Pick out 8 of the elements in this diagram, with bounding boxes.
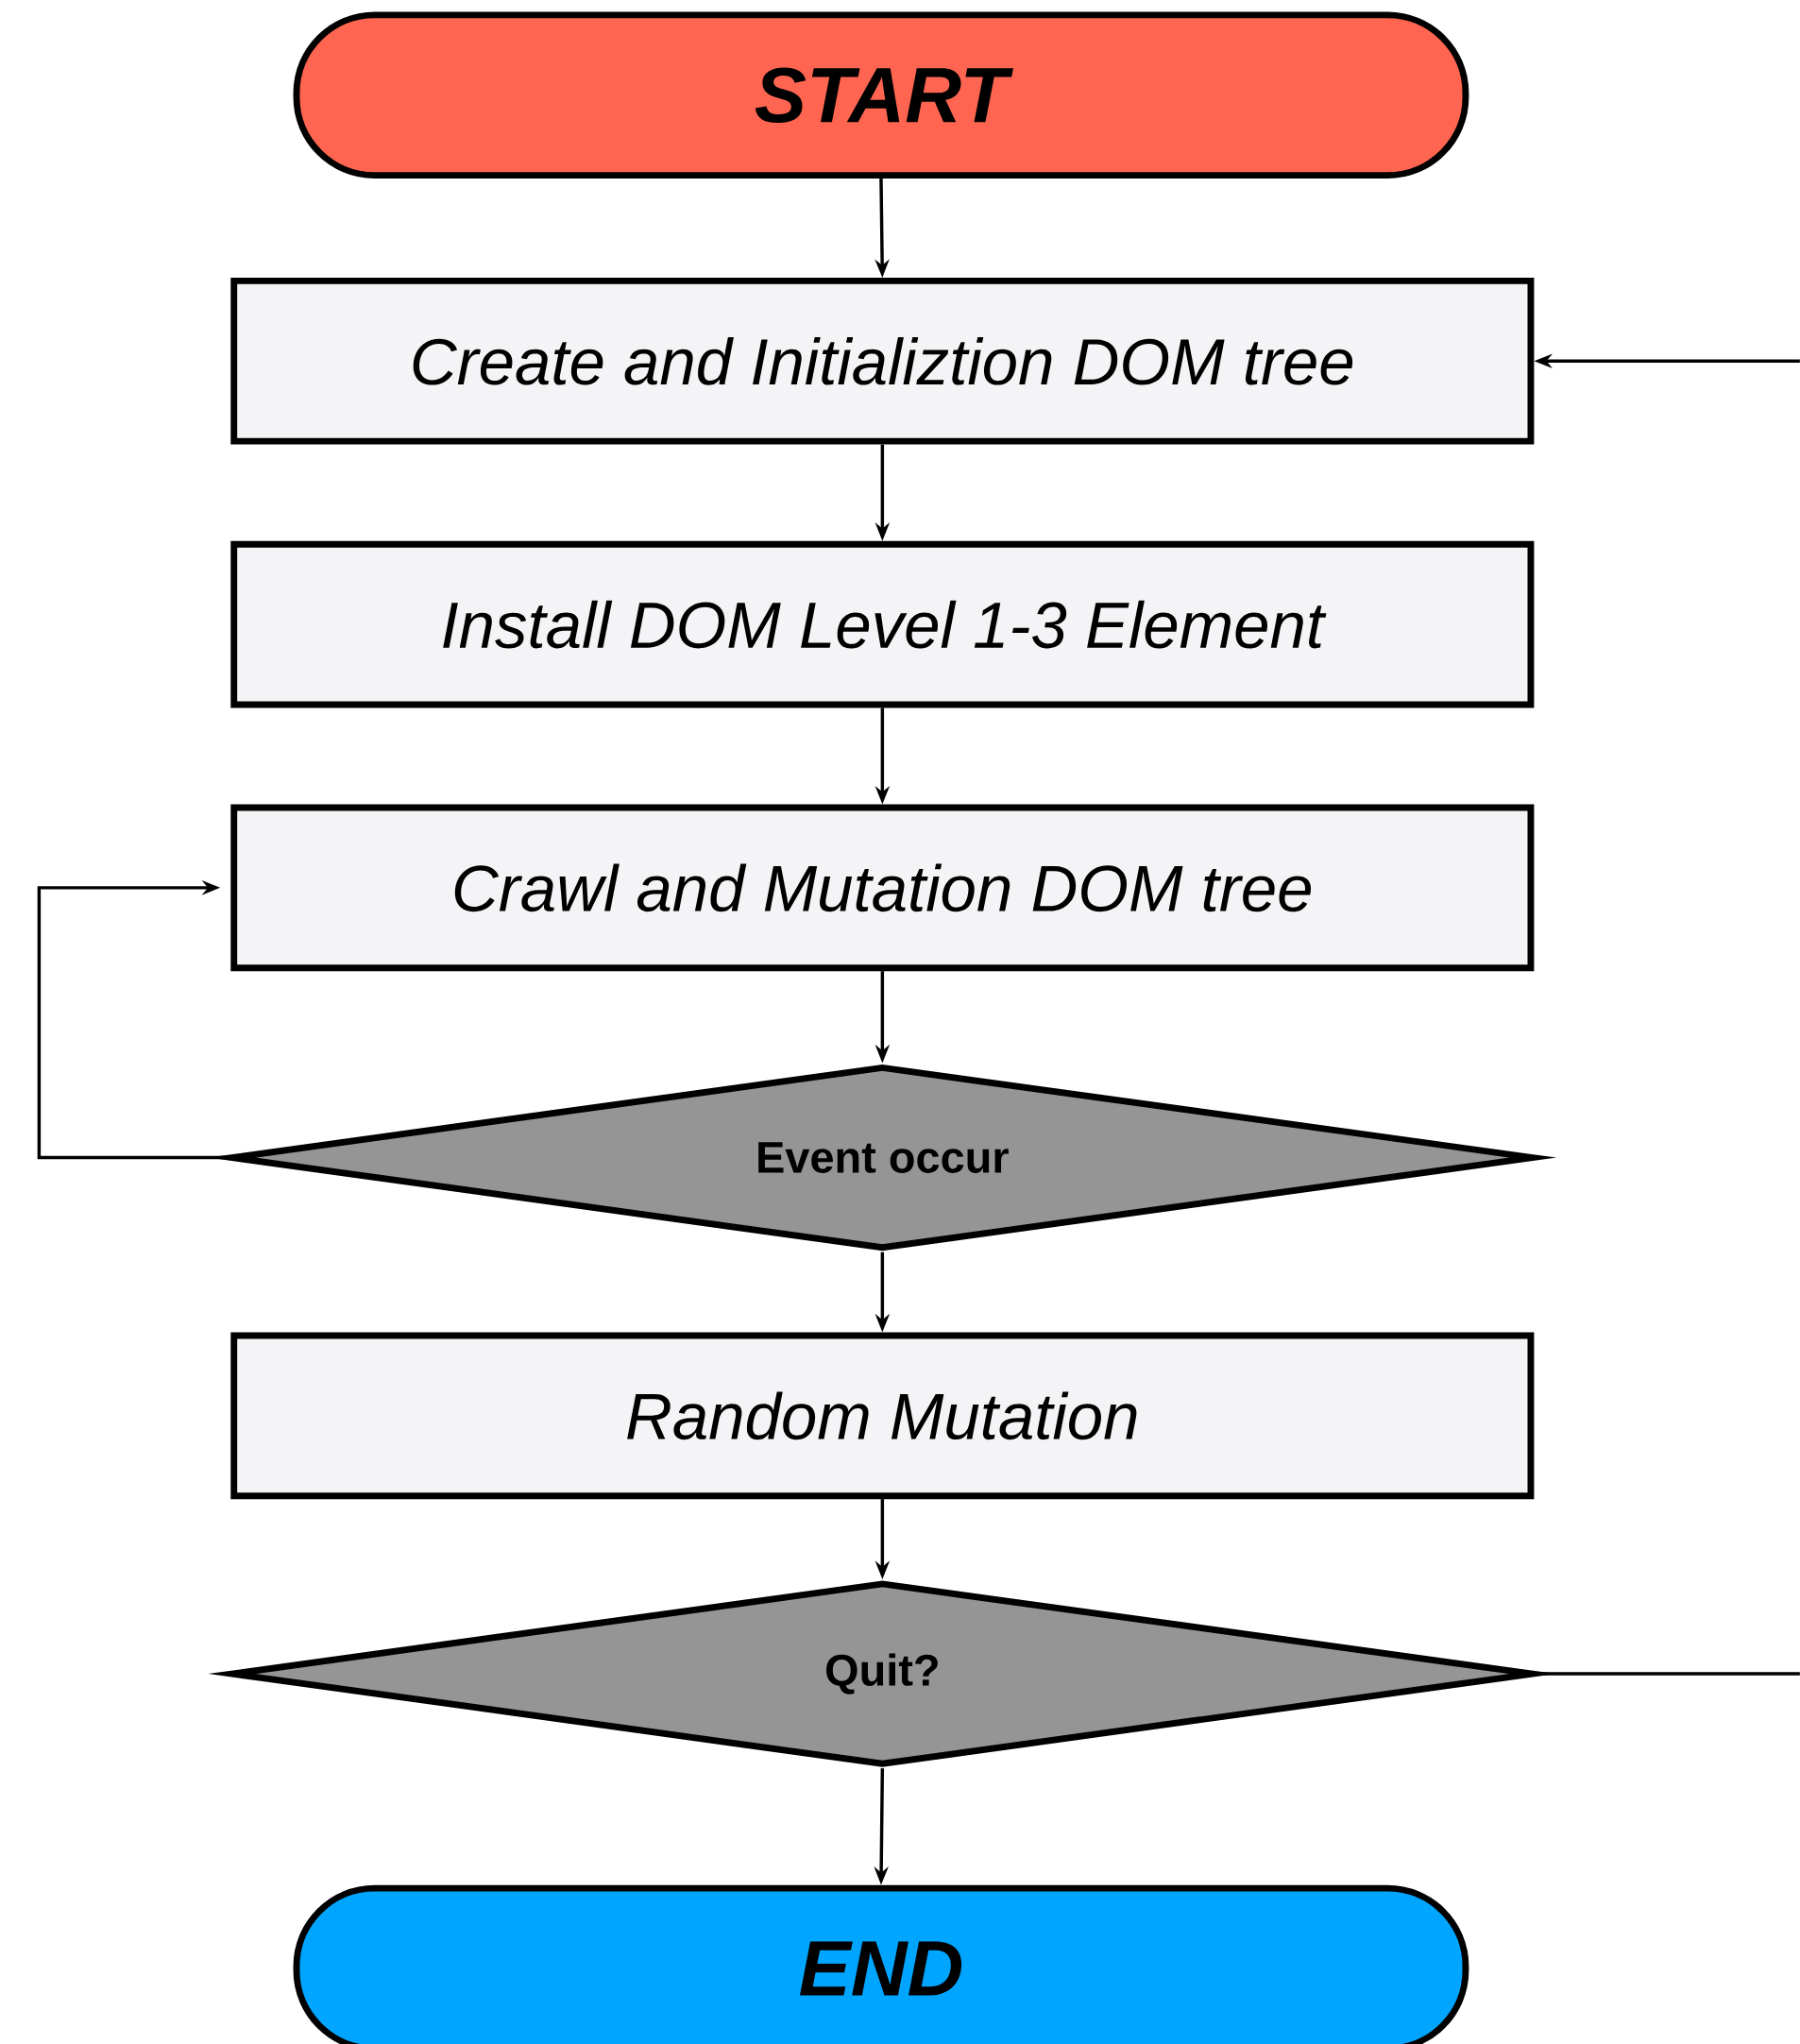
process-box: Install DOM Level 1-3 Element — [230, 540, 1535, 708]
connector-line — [1537, 1672, 1800, 1676]
process-box: Random Mutation — [230, 1332, 1535, 1500]
terminator-pill: END — [293, 1884, 1469, 2044]
process-box: Create and Initializtion DOM tree — [230, 277, 1535, 445]
terminator-pill: START — [293, 11, 1469, 179]
process-box: Crawl and Mutation DOM tree — [230, 804, 1535, 972]
loop-arrow — [37, 880, 228, 1160]
